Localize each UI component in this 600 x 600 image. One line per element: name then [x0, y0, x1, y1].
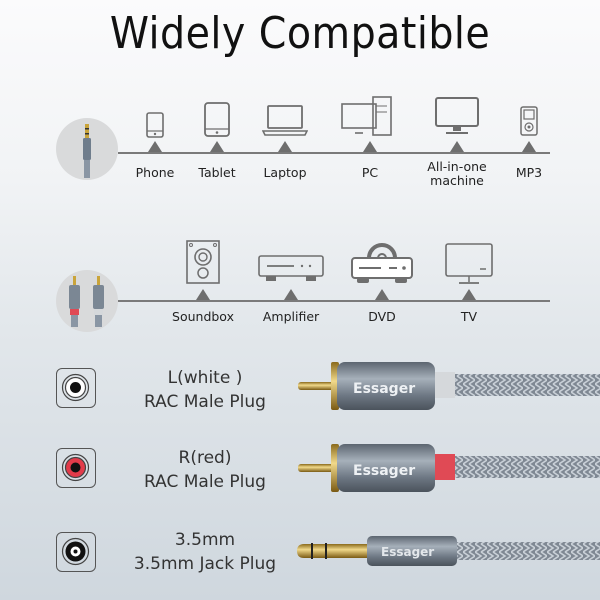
timeline-rca — [118, 300, 550, 302]
tablet-icon — [204, 102, 230, 137]
plug-red-label: R(red)RAC Male Plug — [144, 448, 266, 492]
speaker-icon — [186, 240, 220, 284]
35mm-jack-icon — [56, 532, 96, 572]
laptop-icon — [262, 105, 308, 136]
red-rca-jack-icon — [56, 448, 96, 488]
svg-text:Essager: Essager — [381, 545, 434, 559]
cable-illustration: Essager Essager Essager — [297, 362, 600, 566]
jack-35mm-thumbnail — [56, 118, 118, 180]
tv-icon — [445, 243, 493, 284]
mp3-player-icon — [520, 106, 538, 136]
plug-white-label: L(white )RAC Male Plug — [144, 368, 266, 412]
rca-thumbnail — [56, 270, 118, 332]
monitor-icon — [435, 97, 479, 134]
white-rca-jack-icon — [56, 368, 96, 408]
rca-plugs-icon — [69, 276, 104, 327]
phone-icon — [146, 112, 164, 138]
amplifier-icon — [258, 255, 324, 281]
svg-text:Essager: Essager — [353, 381, 415, 397]
red-rca-plug: Essager — [298, 444, 600, 492]
page-title: Widely Compatible — [109, 8, 491, 59]
35mm-jack-plug: Essager — [297, 536, 600, 566]
dvd-player-icon — [351, 243, 413, 283]
white-rca-plug: Essager — [298, 362, 600, 410]
svg-text:Essager: Essager — [353, 463, 415, 479]
jack-plug-icon — [83, 124, 91, 178]
timeline-35mm — [118, 152, 550, 154]
desktop-pc-icon — [341, 96, 392, 136]
